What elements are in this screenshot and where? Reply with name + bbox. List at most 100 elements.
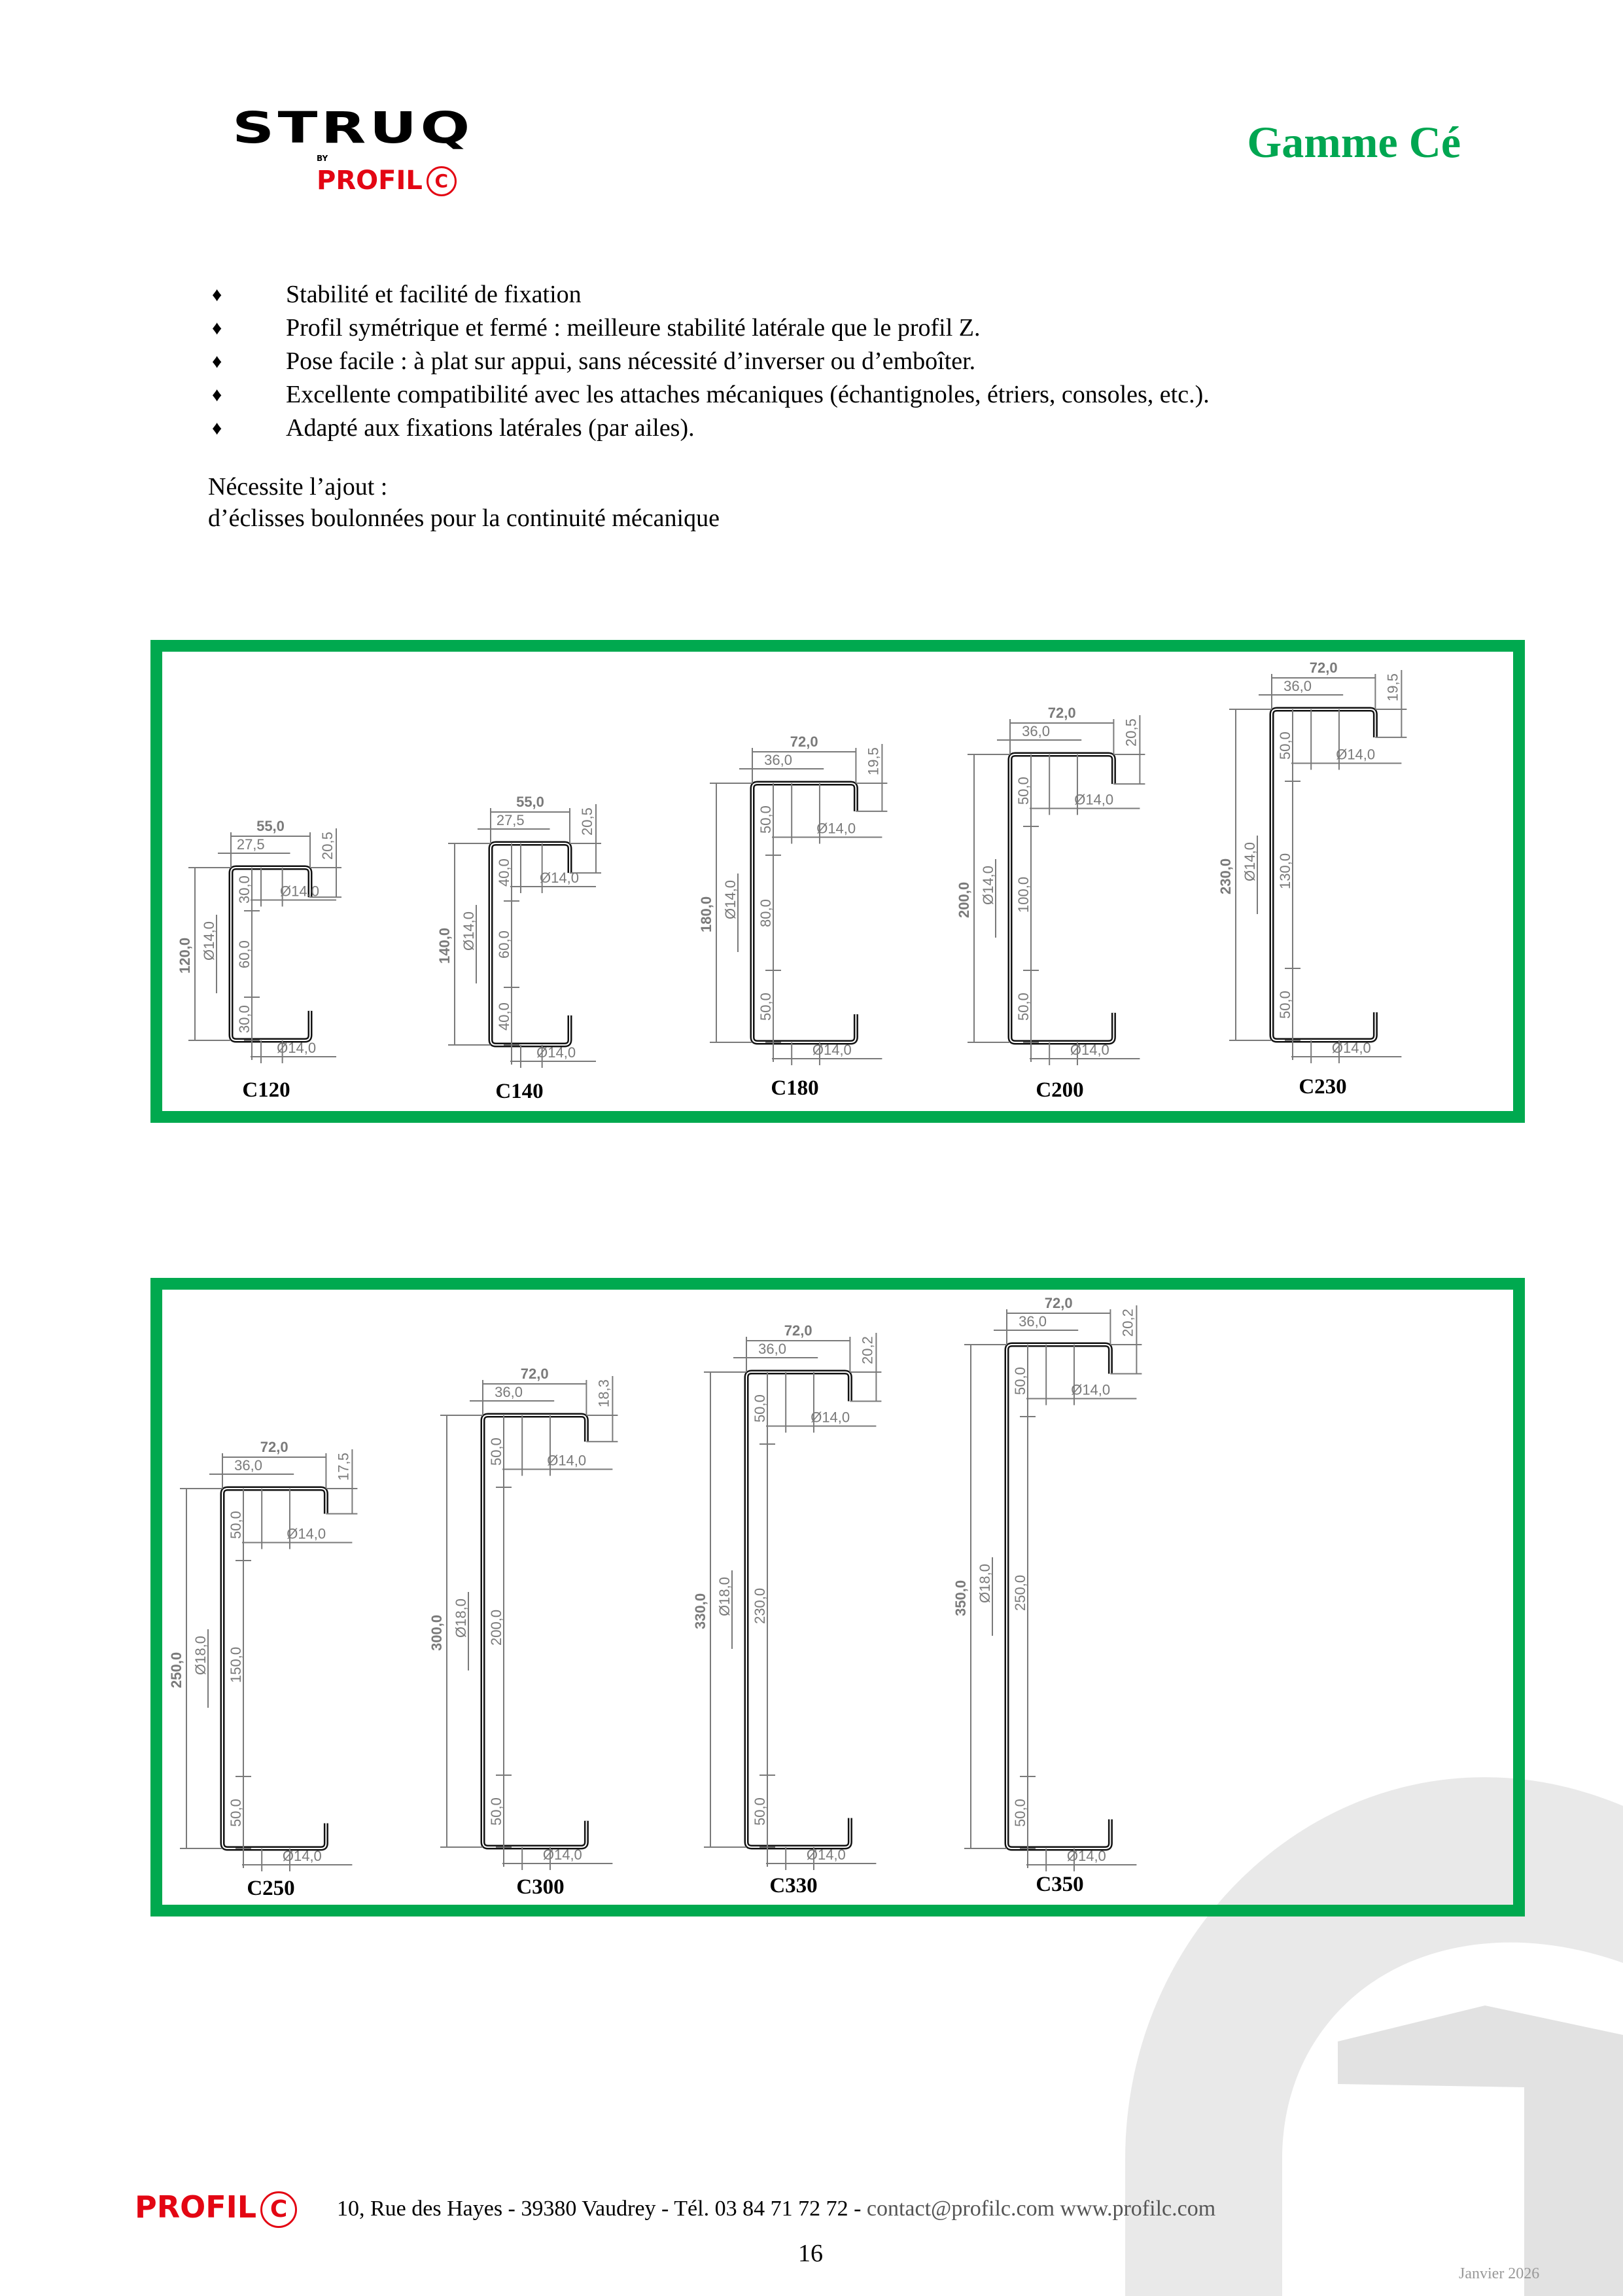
address-text: 10, Rue des Hayes - 39380 Vaudrey - Tél.… <box>337 2197 867 2221</box>
web-spacing-dimension: 50,0 <box>488 1438 504 1466</box>
half-width-dimension: 36,0 <box>764 752 792 768</box>
list-item-text: Profil symétrique et fermé : meilleure s… <box>286 314 981 342</box>
profile-label: C230 <box>1299 1075 1347 1099</box>
height-dimension: 230,0 <box>1217 858 1234 894</box>
height-dimension: 140,0 <box>436 928 453 964</box>
diamond-bullet-icon: ♦ <box>212 284 222 306</box>
c-profile-section-inner <box>1271 709 1376 1041</box>
logo-by: BY <box>317 154 328 163</box>
brand-text: PROFIL <box>135 2189 257 2225</box>
lip-dimension: 20,2 <box>859 1336 875 1364</box>
width-dimension: 55,0 <box>256 818 285 834</box>
width-dimension: 72,0 <box>790 733 818 750</box>
web-spacing-dimension: 60,0 <box>236 940 253 968</box>
web-hole-diameter: Ø14,0 <box>980 866 996 905</box>
brand-text: PROFIL <box>317 166 423 196</box>
web-spacing-dimension: 50,0 <box>752 1797 768 1826</box>
width-dimension: 72,0 <box>1310 660 1338 676</box>
half-width-dimension: 36,0 <box>1022 723 1050 739</box>
c-circle-icon: C <box>426 166 457 196</box>
list-item-text: Pose facile : à plat sur appui, sans néc… <box>286 347 976 375</box>
web-hole-diameter: Ø14,0 <box>461 911 477 951</box>
list-item: ♦ Profil symétrique et fermé : meilleure … <box>208 311 1210 345</box>
flange-hole-diameter: Ø14,0 <box>540 870 579 886</box>
bottom-hole-diameter: Ø14,0 <box>277 1040 316 1056</box>
web-hole-diameter: Ø14,0 <box>201 921 217 961</box>
c-profile-section-inner <box>482 1415 587 1848</box>
flange-hole-diameter: Ø14,0 <box>1074 792 1113 808</box>
profile-label: C120 <box>242 1078 290 1102</box>
web-hole-diameter: Ø18,0 <box>716 1577 733 1616</box>
list-item-text: Stabilité et facilité de fixation <box>286 281 582 308</box>
profile-panel-2 <box>150 1278 1525 1916</box>
c-profile-section-inner <box>490 843 570 1046</box>
width-dimension: 72,0 <box>784 1322 812 1339</box>
height-dimension: 330,0 <box>692 1593 708 1629</box>
bottom-hole-diameter: Ø14,0 <box>1067 1848 1106 1864</box>
web-spacing-dimension: 30,0 <box>236 1005 253 1033</box>
web-hole-diameter: Ø18,0 <box>453 1598 469 1638</box>
lip-dimension: 18,3 <box>595 1379 612 1407</box>
list-item: ♦Pose facile : à plat sur appui, sans né… <box>208 345 1210 378</box>
profile-label: C250 <box>247 1877 295 1900</box>
list-item-text: Adapté aux fixations latérales (par aile… <box>286 414 695 442</box>
lip-dimension: 20,2 <box>1119 1309 1136 1337</box>
footer-address: 10, Rue des Hayes - 39380 Vaudrey - Tél.… <box>337 2197 1215 2221</box>
flange-hole-diameter: Ø14,0 <box>811 1409 850 1426</box>
web-spacing-dimension: 50,0 <box>1012 1799 1028 1827</box>
half-width-dimension: 36,0 <box>495 1384 523 1400</box>
lip-dimension: 19,5 <box>865 747 881 775</box>
half-width-dimension: 36,0 <box>1019 1313 1047 1330</box>
c-profile-section-inner <box>230 867 311 1041</box>
height-dimension: 350,0 <box>952 1580 969 1616</box>
half-width-dimension: 27,5 <box>237 836 265 853</box>
c-circle-icon: C <box>260 2191 298 2228</box>
contact-link[interactable]: contact@profilc.com www.profilc.com <box>866 2197 1216 2221</box>
web-spacing-dimension: 50,0 <box>752 1394 768 1422</box>
web-spacing-dimension: 80,0 <box>758 899 774 927</box>
flange-hole-diameter: Ø14,0 <box>280 883 319 900</box>
web-spacing-dimension: 40,0 <box>496 1002 512 1031</box>
web-hole-diameter: Ø18,0 <box>192 1636 209 1675</box>
web-spacing-dimension: 30,0 <box>236 875 253 904</box>
web-spacing-dimension: 40,0 <box>496 858 512 887</box>
web-spacing-dimension: 100,0 <box>1015 877 1032 913</box>
width-dimension: 72,0 <box>1045 1295 1073 1311</box>
lip-dimension: 20,5 <box>579 807 595 836</box>
web-spacing-dimension: 50,0 <box>488 1797 504 1826</box>
width-dimension: 72,0 <box>521 1366 549 1382</box>
web-spacing-dimension: 50,0 <box>1015 993 1032 1021</box>
feature-list: ♦ Stabilité et facilité de fixation ♦ Prof… <box>208 278 1210 445</box>
c-profile-section-inner <box>222 1488 327 1849</box>
width-dimension: 55,0 <box>516 794 544 810</box>
bottom-hole-diameter: Ø14,0 <box>543 1846 582 1863</box>
web-spacing-dimension: 50,0 <box>758 993 774 1021</box>
flange-hole-diameter: Ø14,0 <box>1336 747 1375 763</box>
height-dimension: 200,0 <box>956 882 972 918</box>
half-width-dimension: 36,0 <box>1283 678 1312 694</box>
flange-hole-diameter: Ø14,0 <box>547 1453 586 1469</box>
list-item: ♦Excellente compatibilité avec les attac… <box>208 378 1210 412</box>
web-spacing-dimension: 50,0 <box>1277 732 1293 760</box>
bottom-hole-diameter: Ø14,0 <box>1070 1042 1109 1058</box>
flange-hole-diameter: Ø14,0 <box>816 821 856 837</box>
profile-label: C140 <box>495 1080 544 1103</box>
c-profile-section-inner <box>1009 754 1115 1043</box>
diamond-bullet-icon: ♦ <box>212 317 222 339</box>
list-item: ♦ Stabilité et facilité de fixation <box>208 278 1210 311</box>
lip-dimension: 20,5 <box>319 832 336 860</box>
half-width-dimension: 27,5 <box>497 812 525 828</box>
web-spacing-dimension: 250,0 <box>1012 1575 1028 1611</box>
bottom-hole-diameter: Ø14,0 <box>283 1848 322 1864</box>
height-dimension: 120,0 <box>177 938 193 974</box>
profile-panel-1 <box>150 640 1525 1123</box>
note-line: d’éclisses boulonnées pour la continuité… <box>208 504 720 532</box>
profile-label: C180 <box>771 1076 819 1100</box>
profile-label: C300 <box>516 1875 565 1899</box>
lip-dimension: 17,5 <box>335 1453 351 1481</box>
bottom-hole-diameter: Ø14,0 <box>1332 1040 1371 1056</box>
web-spacing-dimension: 50,0 <box>758 805 774 834</box>
web-spacing-dimension: 50,0 <box>228 1799 244 1827</box>
